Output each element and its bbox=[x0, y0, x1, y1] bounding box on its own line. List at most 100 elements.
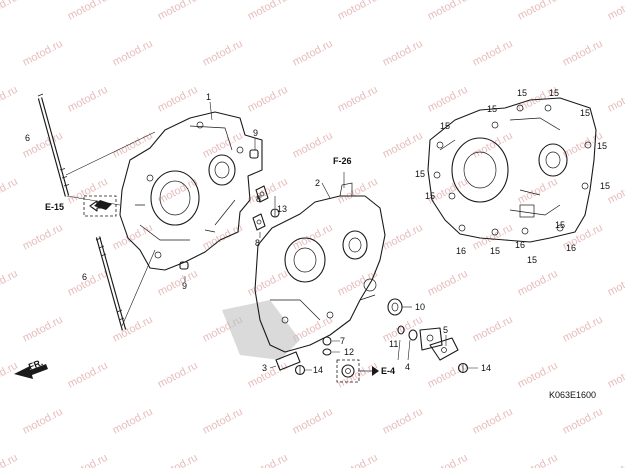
bracket-3 bbox=[275, 351, 301, 371]
watermark-text: motod.ru bbox=[111, 38, 155, 69]
watermark-text: motod.ru bbox=[606, 452, 625, 468]
watermark-text: motod.ru bbox=[561, 406, 605, 437]
left-crankcase-half bbox=[222, 182, 386, 360]
watermark-text: motod.ru bbox=[606, 268, 625, 299]
watermark-text: motod.ru bbox=[21, 314, 65, 345]
e15-reference bbox=[83, 195, 117, 217]
ref-e4: E-4 bbox=[381, 366, 395, 376]
callout-5: 5 bbox=[443, 325, 448, 335]
watermark-text: motod.ru bbox=[336, 84, 380, 115]
watermark-text: motod.ru bbox=[21, 406, 65, 437]
watermark-text: motod.ru bbox=[516, 360, 560, 391]
sensor-assembly bbox=[397, 325, 443, 351]
dowel-pin-upper bbox=[249, 149, 259, 159]
bolt-14-right bbox=[457, 362, 469, 374]
callout-15: 15 bbox=[425, 191, 435, 201]
watermark-text: motod.ru bbox=[516, 176, 560, 207]
watermark-text: motod.ru bbox=[336, 452, 380, 468]
watermark-text: motod.ru bbox=[0, 84, 20, 115]
callout-15: 15 bbox=[549, 88, 559, 98]
watermark-text: motod.ru bbox=[0, 176, 20, 207]
callout-4: 4 bbox=[405, 362, 410, 372]
watermark-text: motod.ru bbox=[381, 314, 425, 345]
callout-1: 1 bbox=[206, 92, 211, 102]
watermark-text: motod.ru bbox=[0, 452, 20, 468]
callout-3: 3 bbox=[262, 363, 267, 373]
watermark-text: motod.ru bbox=[561, 38, 605, 69]
callout-6-lower: 6 bbox=[82, 272, 87, 282]
watermark-text: motod.ru bbox=[336, 0, 380, 23]
watermark-text: motod.ru bbox=[426, 452, 470, 468]
bracket-lower bbox=[252, 213, 266, 231]
watermark-text: motod.ru bbox=[111, 314, 155, 345]
callout-13: 13 bbox=[277, 204, 287, 214]
callout-9-lower: 9 bbox=[182, 281, 187, 291]
watermark-text: motod.ru bbox=[291, 406, 335, 437]
watermark-text: motod.ru bbox=[381, 406, 425, 437]
watermark-text: motod.ru bbox=[0, 0, 20, 23]
callout-15: 15 bbox=[580, 108, 590, 118]
watermark-text: motod.ru bbox=[66, 452, 110, 468]
watermark-text: motod.ru bbox=[246, 0, 290, 23]
callout-6-upper: 6 bbox=[25, 133, 30, 143]
watermark-text: motod.ru bbox=[246, 452, 290, 468]
ref-e15: E-15 bbox=[45, 202, 64, 212]
watermark-text: motod.ru bbox=[201, 406, 245, 437]
watermark-text: motod.ru bbox=[471, 406, 515, 437]
watermark-text: motod.ru bbox=[291, 130, 335, 161]
watermark-text: motod.ru bbox=[246, 84, 290, 115]
watermark-text: motod.ru bbox=[606, 360, 625, 391]
watermark-text: motod.ru bbox=[111, 130, 155, 161]
watermark-text: motod.ru bbox=[0, 360, 20, 391]
watermark-text: motod.ru bbox=[246, 360, 290, 391]
dowel-7 bbox=[322, 336, 332, 346]
ref-f26: F-26 bbox=[333, 156, 352, 166]
bracket-upper bbox=[255, 185, 269, 203]
callout-8-lower: 8 bbox=[255, 238, 260, 248]
callout-11: 11 bbox=[389, 339, 398, 349]
watermark-text: motod.ru bbox=[606, 0, 625, 23]
watermark-text: motod.ru bbox=[561, 314, 605, 345]
diagram-code: K063E1600 bbox=[549, 390, 596, 400]
dowel-pin-lower bbox=[179, 261, 189, 270]
watermark-text: motod.ru bbox=[66, 268, 110, 299]
callout-15: 15 bbox=[490, 246, 500, 256]
watermark-text: motod.ru bbox=[516, 0, 560, 23]
watermark-text: motod.ru bbox=[156, 360, 200, 391]
callout-15: 15 bbox=[487, 104, 497, 114]
callout-15: 15 bbox=[415, 169, 425, 179]
watermark-text: motod.ru bbox=[381, 38, 425, 69]
callout-15: 15 bbox=[555, 220, 565, 230]
watermark-text: motod.ru bbox=[201, 38, 245, 69]
callout-16: 16 bbox=[515, 240, 525, 250]
callout-15: 15 bbox=[440, 121, 450, 131]
front-arrow bbox=[14, 364, 48, 379]
watermark-text: motod.ru bbox=[291, 38, 335, 69]
watermark-text: motod.ru bbox=[111, 406, 155, 437]
e4-reference bbox=[336, 359, 379, 383]
watermark-text: motod.ru bbox=[21, 222, 65, 253]
callout-14-right: 14 bbox=[481, 363, 491, 373]
bolt-13 bbox=[270, 208, 280, 218]
watermark-text: motod.ru bbox=[516, 268, 560, 299]
callout-labels: 1 2 3 4 5 6 6 7 8 8 9 9 10 11 12 13 14 1… bbox=[25, 88, 610, 400]
leader-lines bbox=[184, 101, 478, 371]
stud-bolt-lower bbox=[95, 236, 127, 331]
callout-16: 16 bbox=[566, 243, 576, 253]
callout-15: 15 bbox=[517, 88, 527, 98]
callout-15: 15 bbox=[527, 255, 537, 265]
watermark-text: motod.ru bbox=[336, 268, 380, 299]
watermark-text: motod.ru bbox=[426, 0, 470, 23]
watermark-text: motod.ru bbox=[381, 222, 425, 253]
watermark-text: motod.ru bbox=[381, 130, 425, 161]
watermark-text: motod.ru bbox=[156, 0, 200, 23]
watermark-text: motod.ru bbox=[606, 84, 625, 115]
watermark-text: motod.ru bbox=[111, 222, 155, 253]
watermark-text: motod.ru bbox=[66, 360, 110, 391]
watermark-text: motod.ru bbox=[66, 84, 110, 115]
crankcase-inner-view bbox=[427, 97, 597, 243]
watermark-text: motod.ru bbox=[21, 38, 65, 69]
callout-7: 7 bbox=[340, 336, 345, 346]
bolt-14-left bbox=[294, 364, 306, 376]
